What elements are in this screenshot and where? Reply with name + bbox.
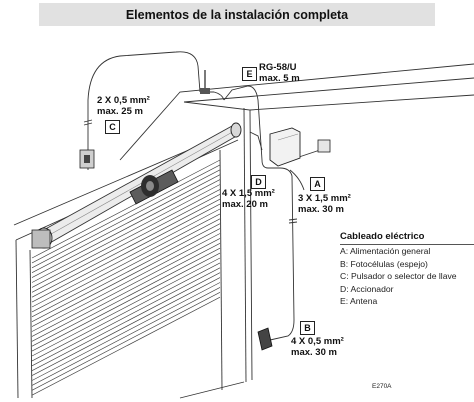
shutter-slat <box>31 238 221 337</box>
legend-panel: Cableado eléctrico A: Alimentación gener… <box>340 231 474 308</box>
shutter-slat <box>31 252 221 352</box>
shutter-slat <box>31 296 221 396</box>
shutter-slat <box>31 198 221 298</box>
photocell-icon <box>257 327 273 351</box>
shutter-slat <box>31 267 221 367</box>
legend-item-a: A: Alimentación general <box>340 246 431 256</box>
shutter-slat <box>31 174 221 274</box>
shutter-slats <box>31 159 221 396</box>
label-b-cable-type: 4 X 0,5 mm² <box>291 336 344 347</box>
label-a-box: A <box>310 177 325 191</box>
legend-item-b: B: Fotocélulas (espejo) <box>340 258 428 269</box>
antenna-icon <box>200 70 210 94</box>
shutter-slat <box>31 233 221 332</box>
shutter-slat <box>31 179 221 278</box>
actuator-motor <box>129 169 179 205</box>
shutter-slat <box>31 189 221 288</box>
power-outlet-icon <box>317 139 331 153</box>
building-walls <box>119 63 474 399</box>
label-c-length: max. 25 m <box>97 106 143 117</box>
shutter-slat <box>31 247 221 347</box>
label-c-box: C <box>105 120 120 134</box>
label-b-length: max. 30 m <box>291 347 337 358</box>
shutter-slat <box>31 164 221 264</box>
shutter-slat <box>31 262 221 362</box>
shutter-slat <box>31 277 221 376</box>
shutter-slat <box>31 169 221 269</box>
diagram-title: Elementos de la instalación completa <box>125 7 349 22</box>
label-c-cable-type: 2 X 0,5 mm² <box>97 95 150 106</box>
label-d-box: D <box>251 175 266 189</box>
label-a-cable-type: 3 X 1,5 mm² <box>298 193 351 204</box>
label-b-box: B <box>300 321 315 335</box>
shutter-slat <box>31 193 221 293</box>
shutter-slat <box>31 159 221 259</box>
diagram-title-bar: Elementos de la instalación completa <box>39 3 435 26</box>
label-e-length: max. 5 m <box>259 73 300 84</box>
label-d-cable-type: 4 X 1,5 mm² <box>222 188 275 199</box>
label-e-cable-type: RG-58/U <box>259 62 297 73</box>
shutter-slat <box>31 184 221 283</box>
shutter-slat <box>31 242 221 342</box>
shutter-slat <box>31 208 221 308</box>
figure-code: E270A <box>372 383 392 390</box>
label-d-length: max. 20 m <box>222 199 268 210</box>
cables <box>87 51 321 341</box>
shutter-slat <box>31 218 221 318</box>
mount-bracket <box>31 229 51 249</box>
shutter-slat <box>31 223 221 323</box>
cable-ticks <box>83 119 298 224</box>
legend-item-d: D: Accionador <box>340 283 394 294</box>
shutter-slat <box>31 213 221 313</box>
shutter-slat <box>31 287 221 386</box>
label-a-length: max. 30 m <box>298 204 344 215</box>
shutter-slat <box>31 291 221 391</box>
shutter-slat <box>31 257 221 357</box>
control-unit-icon <box>269 127 301 167</box>
shutter-slat <box>31 228 221 327</box>
label-e-box: E <box>242 67 257 81</box>
shutter-slat <box>31 272 221 372</box>
legend-item-e: E: Antena <box>340 296 378 307</box>
legend-title: Cableado eléctrico <box>340 231 474 245</box>
shutter-slat <box>31 203 221 303</box>
shutter-slat <box>31 282 221 381</box>
legend-item-c: C: Pulsador o selector de llave <box>340 271 457 282</box>
key-switch-icon <box>79 149 95 169</box>
roller-tube <box>35 122 242 249</box>
